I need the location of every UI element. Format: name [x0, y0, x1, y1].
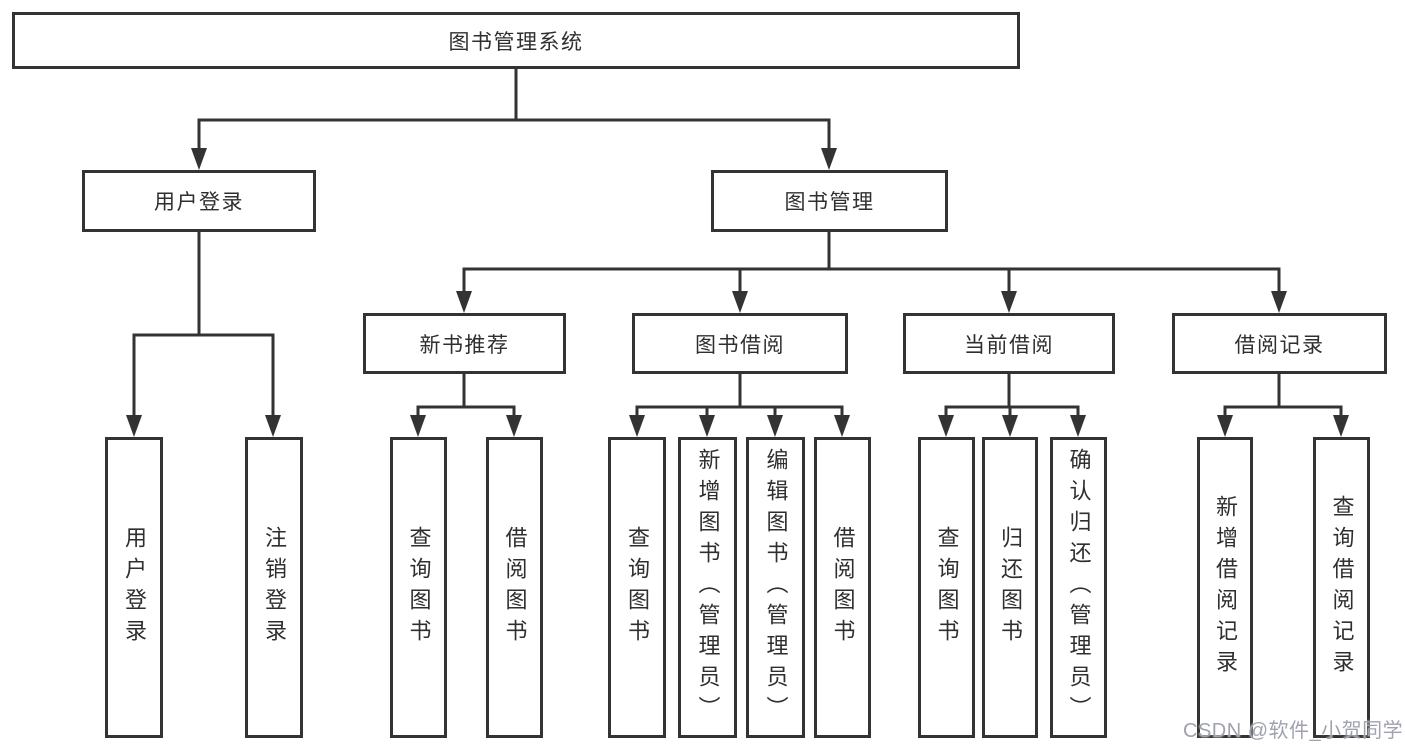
leaf-recommend-borrow-books: 借阅图书 — [486, 437, 543, 738]
arrow-down-icon — [456, 291, 472, 313]
leaf-current-return-books-label: 归还图书 — [998, 525, 1023, 650]
leaf-current-return-books: 归还图书 — [982, 437, 1038, 738]
node-library-system-label: 图书管理系统 — [448, 30, 584, 54]
node-borrow-records: 借阅记录 — [1172, 313, 1387, 374]
leaf-borrow-edit-books-admin: 编辑图书（管理员） — [746, 437, 805, 738]
node-book-borrow: 图书借阅 — [632, 313, 848, 374]
leaf-recommend-query-books: 查询图书 — [390, 437, 447, 738]
leaf-logout: 注销登录 — [245, 437, 303, 738]
node-current-borrow-label: 当前借阅 — [964, 333, 1054, 357]
leaf-records-query-record: 查询借阅记录 — [1313, 437, 1370, 738]
leaf-records-add-record-label: 新增借阅记录 — [1213, 494, 1238, 681]
arrow-down-icon — [265, 415, 281, 437]
leaf-borrow-borrow-books-label: 借阅图书 — [830, 525, 856, 650]
arrow-down-icon — [506, 415, 522, 437]
node-new-book-recommend-label: 新书推荐 — [419, 333, 510, 357]
arrow-down-icon — [1217, 415, 1233, 437]
arrow-down-icon — [699, 415, 715, 437]
arrow-down-icon — [410, 415, 426, 437]
leaf-borrow-borrow-books: 借阅图书 — [814, 437, 871, 738]
leaf-user-login-label: 用户登录 — [122, 525, 147, 650]
leaf-current-confirm-return-admin: 确认归还（管理员） — [1050, 437, 1107, 738]
arrow-down-icon — [1070, 415, 1086, 437]
arrow-down-icon — [1271, 291, 1287, 313]
leaf-records-add-record: 新增借阅记录 — [1197, 437, 1253, 738]
node-new-book-recommend: 新书推荐 — [363, 313, 566, 374]
leaf-recommend-borrow-books-label: 借阅图书 — [502, 525, 528, 650]
node-user-login-label: 用户登录 — [154, 191, 244, 214]
leaf-logout-label: 注销登录 — [262, 525, 287, 650]
leaf-borrow-edit-books-admin-label: 编辑图书（管理员） — [763, 448, 789, 727]
leaf-borrow-add-books-admin-label: 新增图书（管理员） — [695, 448, 721, 727]
leaf-current-query-books: 查询图书 — [918, 437, 975, 738]
arrow-down-icon — [1333, 415, 1349, 437]
watermark: CSDN @软件_小贺同学 — [1183, 720, 1404, 742]
leaf-recommend-query-books-label: 查询图书 — [406, 525, 432, 650]
node-current-borrow: 当前借阅 — [903, 313, 1115, 374]
connector-arrows — [126, 148, 1349, 437]
leaf-borrow-add-books-admin: 新增图书（管理员） — [678, 437, 737, 738]
arrow-down-icon — [938, 415, 954, 437]
arrow-down-icon — [767, 415, 783, 437]
node-book-borrow-label: 图书借阅 — [695, 333, 785, 357]
node-borrow-records-label: 借阅记录 — [1234, 333, 1325, 357]
arrow-down-icon — [1002, 415, 1018, 437]
leaf-records-query-record-label: 查询借阅记录 — [1329, 494, 1355, 681]
arrow-down-icon — [126, 415, 142, 437]
arrow-down-icon — [629, 415, 645, 437]
node-book-management-label: 图书管理 — [784, 191, 875, 214]
node-book-management: 图书管理 — [711, 170, 948, 232]
node-library-system: 图书管理系统 — [12, 12, 1020, 69]
arrow-down-icon — [834, 415, 850, 437]
arrow-down-icon — [732, 291, 748, 313]
leaf-user-login: 用户登录 — [105, 437, 163, 738]
leaf-borrow-query-books-label: 查询图书 — [625, 525, 650, 650]
connector-paths — [132, 66, 1343, 422]
arrow-down-icon — [821, 148, 837, 170]
leaf-current-query-books-label: 查询图书 — [934, 525, 960, 650]
node-user-login: 用户登录 — [82, 170, 316, 232]
leaf-borrow-query-books: 查询图书 — [608, 437, 666, 738]
arrow-down-icon — [191, 148, 207, 170]
arrow-down-icon — [1001, 291, 1017, 313]
leaf-current-confirm-return-admin-label: 确认归还（管理员） — [1066, 448, 1092, 727]
